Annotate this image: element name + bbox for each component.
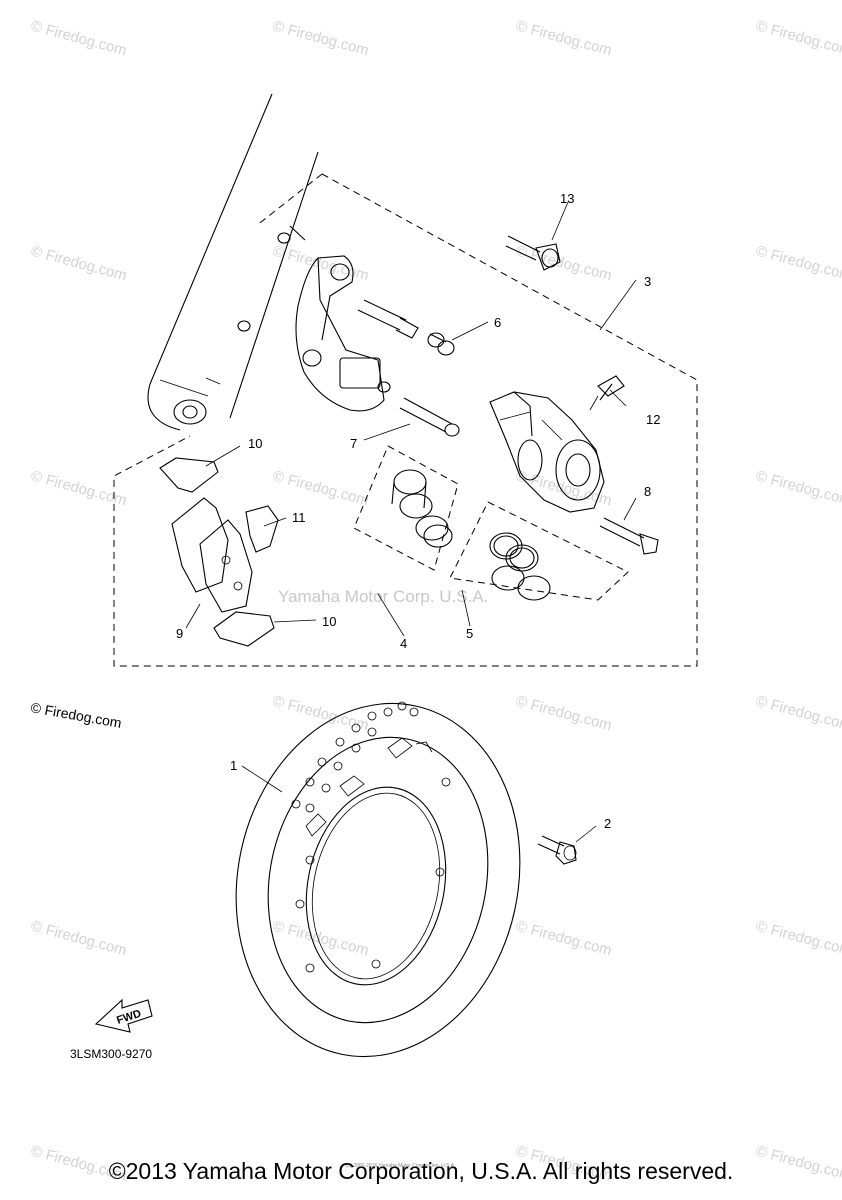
diagram-code: 3LSM300-9270 bbox=[70, 1047, 152, 1061]
pad-spring-11 bbox=[245, 505, 279, 553]
watermark: © Firedog.com bbox=[271, 917, 371, 959]
watermark: © Firedog.com bbox=[271, 17, 371, 59]
callout-4: 4 bbox=[400, 636, 407, 651]
caliper-bracket bbox=[295, 255, 391, 412]
watermark: © Firedog.com bbox=[754, 692, 842, 734]
tiny-copyright: (c) 2000-2016 Yamaha Motor Corporation, … bbox=[346, 1163, 456, 1169]
brake-disc-1 bbox=[235, 701, 521, 1058]
fwd-arrow-icon: FWD bbox=[94, 998, 153, 1033]
watermark: © Firedog.com bbox=[514, 692, 614, 734]
callout-9: 9 bbox=[176, 626, 183, 641]
watermark: © Firedog.com bbox=[29, 242, 129, 284]
bolt-13 bbox=[505, 235, 561, 271]
footer-copyright: ©2013 Yamaha Motor Corporation, U.S.A. A… bbox=[108, 1158, 734, 1184]
bolt-8 bbox=[599, 517, 659, 555]
caliper-group-outline bbox=[113, 173, 698, 667]
callout-10b: 10 bbox=[322, 614, 336, 629]
watermark: © Firedog.com bbox=[514, 17, 614, 59]
firedog-logo-watermark: © Firedog.com bbox=[29, 699, 122, 731]
watermark: © Firedog.com bbox=[29, 917, 129, 959]
seals-5 bbox=[449, 501, 629, 601]
leader-lines bbox=[185, 201, 637, 843]
watermark: © Firedog.com bbox=[514, 467, 614, 509]
watermark: © Firedog.com bbox=[754, 242, 842, 284]
watermark-layer: © Firedog.com © Firedog.com © Firedog.co… bbox=[29, 17, 842, 1184]
pad-clip-10b bbox=[213, 611, 275, 647]
watermark: © Firedog.com bbox=[271, 692, 371, 734]
watermark: © Firedog.com bbox=[754, 17, 842, 59]
callout-8: 8 bbox=[644, 484, 651, 499]
slide-pin bbox=[357, 299, 419, 339]
callout-6: 6 bbox=[494, 315, 501, 330]
caliper-body bbox=[489, 391, 605, 513]
pin-boot-6 bbox=[427, 332, 455, 356]
watermark: © Firedog.com bbox=[29, 467, 129, 509]
callout-10a: 10 bbox=[248, 436, 262, 451]
callout-2: 2 bbox=[604, 816, 611, 831]
callout-3: 3 bbox=[644, 274, 651, 289]
callout-12: 12 bbox=[646, 412, 660, 427]
callout-5: 5 bbox=[466, 626, 473, 641]
bleeder-12 bbox=[589, 375, 625, 411]
watermark: © Firedog.com bbox=[754, 917, 842, 959]
callout-1: 1 bbox=[230, 758, 237, 773]
pin-7 bbox=[399, 397, 460, 437]
watermark: © Firedog.com bbox=[514, 242, 614, 284]
disc-bolt-2 bbox=[537, 835, 577, 865]
disc-holes bbox=[291, 701, 451, 973]
callout-7: 7 bbox=[350, 436, 357, 451]
fork-leg bbox=[147, 93, 319, 431]
pistons-4 bbox=[353, 445, 459, 571]
center-watermark: Yamaha Motor Corp. U.S.A. bbox=[278, 587, 488, 606]
brake-pads-9 bbox=[171, 497, 253, 613]
callout-13: 13 bbox=[560, 191, 574, 206]
watermark: © Firedog.com bbox=[514, 917, 614, 959]
watermark: © Firedog.com bbox=[271, 467, 371, 509]
pad-clip-10a bbox=[159, 457, 219, 493]
callouts: 1 2 3 4 5 6 7 8 9 10 10 11 12 13 bbox=[176, 191, 660, 831]
watermark: © Firedog.com bbox=[754, 467, 842, 509]
watermark: © Firedog.com bbox=[29, 17, 129, 59]
callout-11: 11 bbox=[292, 510, 306, 525]
